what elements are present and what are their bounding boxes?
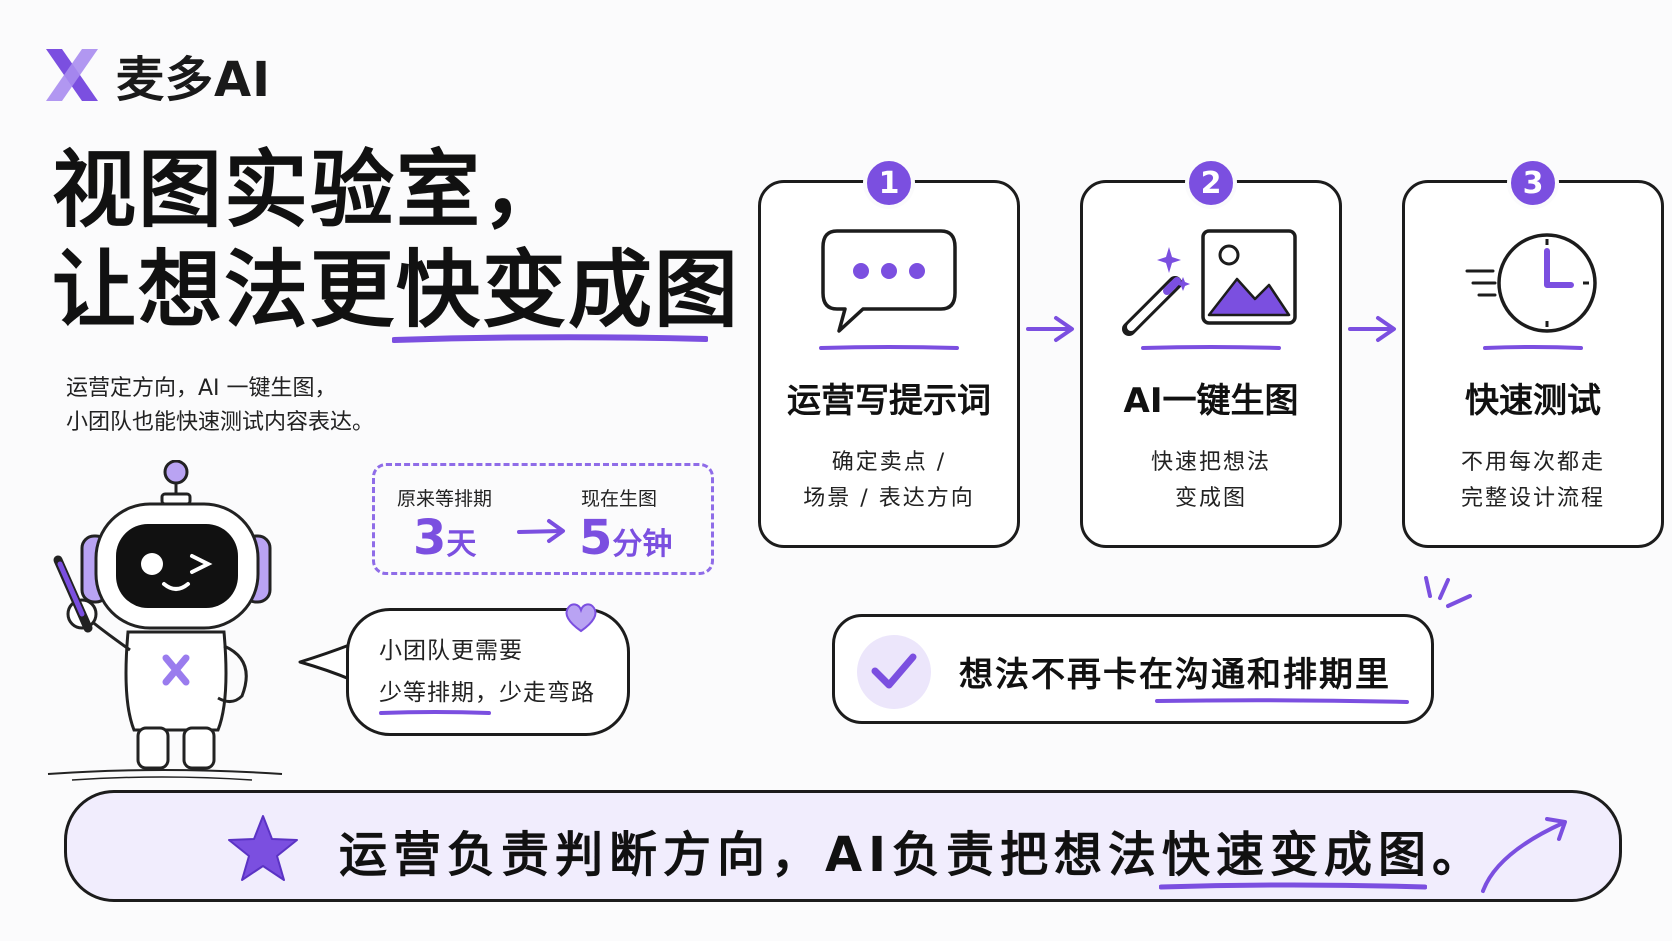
step-desc-3-line-1: 不用每次都走	[1460, 450, 1605, 475]
check-underline	[1155, 698, 1409, 704]
step-desc-2-line-2: 变成图	[1174, 486, 1247, 511]
curved-arrow-icon	[1481, 817, 1567, 893]
after-label: 现在生图	[581, 488, 658, 510]
step-desc-1: 确定卖点 / 场景 / 表达方向	[761, 445, 1017, 517]
bubble-line-2: 少等排期，少走弯路	[379, 680, 595, 706]
step-1-underline	[819, 345, 959, 350]
banner-text: 运营负责判断方向，AI负责把想法快速变成图。	[339, 827, 1487, 883]
before-label: 原来等排期	[397, 488, 493, 510]
brand-name: 麦多AI	[116, 52, 272, 108]
step-3-underline	[1483, 345, 1583, 350]
flow-arrow-icon	[1026, 316, 1074, 342]
step-number-1: 1	[863, 157, 915, 209]
heart-icon	[565, 603, 597, 633]
step-desc-1-line-1: 确定卖点 /	[831, 450, 947, 475]
after-number: 5	[579, 510, 613, 566]
step-desc-3: 不用每次都走 完整设计流程	[1405, 445, 1661, 517]
check-panel: 想法不再卡在沟通和排期里	[832, 614, 1434, 724]
before-unit: 天	[446, 527, 477, 562]
step-title-1: 运营写提示词	[787, 381, 991, 421]
arrow-right-icon	[517, 519, 565, 543]
step-card-3: 3 快速测试 不用每次都走 完整设计流程	[1402, 157, 1664, 548]
bubble-underline	[379, 710, 491, 715]
step-title-3: 快速测试	[1465, 381, 1601, 421]
step-number-3: 3	[1507, 157, 1559, 209]
step-desc-2-line-1: 快速把想法	[1150, 450, 1271, 475]
brand-logo: 麦多AI	[40, 40, 271, 110]
logo-x-icon	[46, 49, 98, 101]
bubble-line-1: 小团队更需要	[379, 638, 523, 664]
step-desc-3-line-2: 完整设计流程	[1460, 486, 1605, 511]
step-number-2: 2	[1185, 157, 1237, 209]
bubble-tail	[298, 642, 353, 682]
clock-icon	[1465, 233, 1597, 333]
step-title-2: AI一键生图	[1123, 381, 1299, 421]
step-card-2: 2 AI一键生图 快速把想法 变成图	[1080, 157, 1342, 548]
subtitle: 运营定方向，AI 一键生图， 小团队也能快速测试内容表达。	[66, 372, 374, 440]
subtitle-line-2: 小团队也能快速测试内容表达。	[66, 410, 375, 435]
robot-mascot-icon	[47, 460, 283, 781]
check-text: 想法不再卡在沟通和排期里	[959, 655, 1391, 695]
check-circle	[857, 635, 931, 709]
step-desc-1-line-2: 场景 / 表达方向	[803, 486, 975, 511]
subtitle-line-1: 运营定方向，AI 一键生图，	[66, 376, 337, 401]
headline-line-2: 让想法更快变成图	[52, 241, 741, 339]
before-value: 3天	[413, 510, 476, 566]
star-icon	[228, 815, 298, 881]
headline: 视图实验室， 让想法更快变成图	[52, 140, 740, 340]
chat-icon	[821, 229, 957, 333]
headline-underline	[392, 334, 708, 343]
check-icon	[871, 653, 917, 689]
magic-image-icon	[1122, 229, 1297, 336]
after-unit: 分钟	[612, 527, 673, 562]
timing-comparison: 原来等排期 现在生图 3天 5分钟	[372, 463, 714, 575]
sparkle-lines-icon	[1424, 576, 1472, 608]
step-desc-2: 快速把想法 变成图	[1083, 445, 1339, 517]
step-2-underline	[1141, 345, 1281, 350]
banner-underline	[1159, 882, 1427, 890]
after-value: 5分钟	[579, 510, 672, 566]
flow-arrow-icon	[1348, 316, 1396, 342]
headline-line-1: 视图实验室，	[52, 141, 569, 239]
bottom-banner: 运营负责判断方向，AI负责把想法快速变成图。	[64, 790, 1622, 902]
step-card-1: 1 运营写提示词 确定卖点 / 场景 / 表达方向	[758, 157, 1020, 548]
before-number: 3	[413, 510, 447, 566]
